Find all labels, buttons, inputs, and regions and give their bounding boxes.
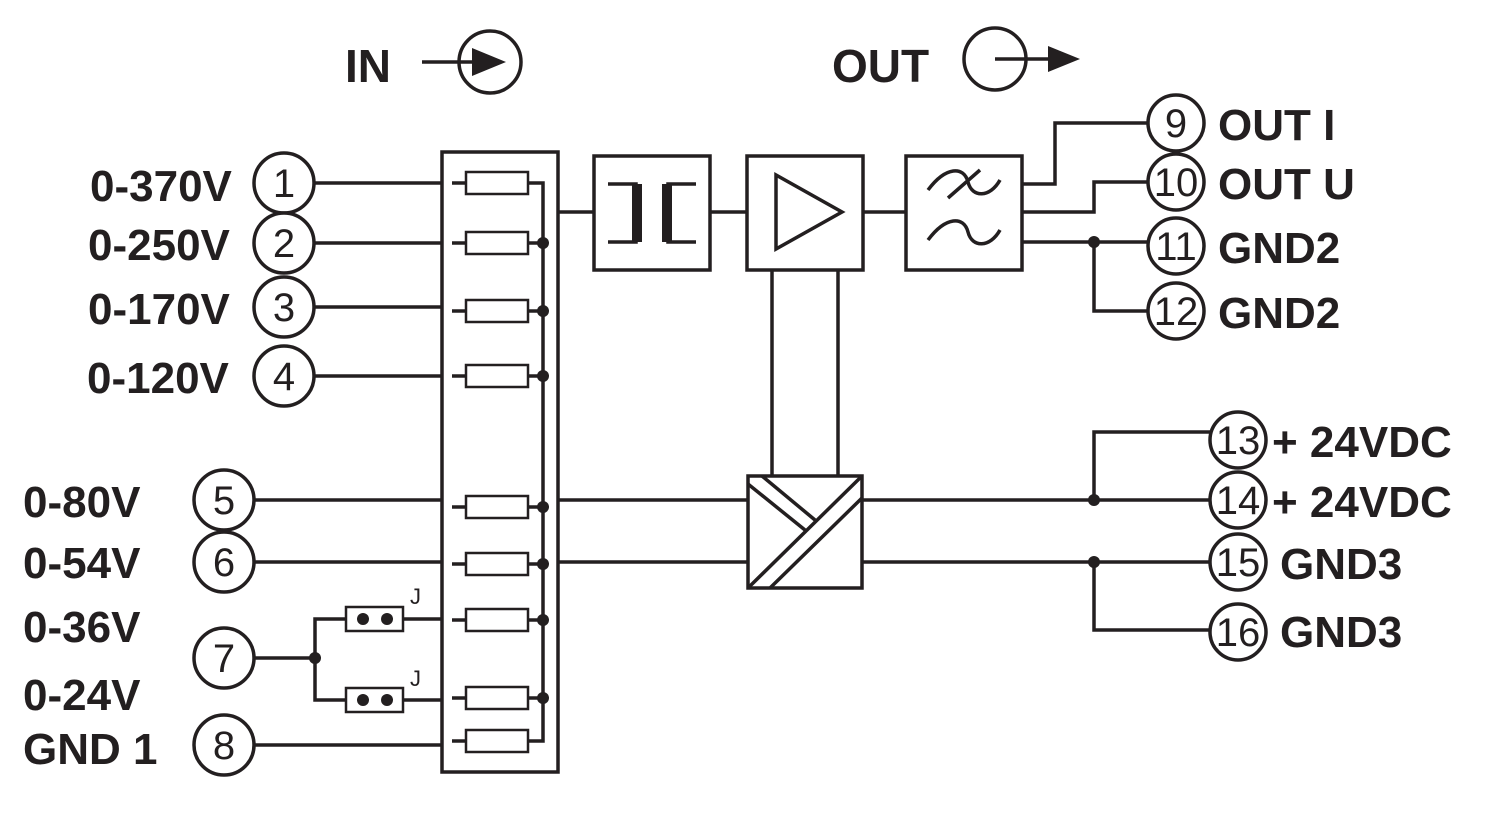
svg-text:3: 3: [273, 286, 295, 330]
in-header-label: IN: [345, 40, 391, 92]
power-terminals: 13 + 24VDC 14 + 24VDC 15 GND3 16 GND3: [1208, 410, 1452, 662]
ac-filter-icon: [926, 168, 1002, 246]
terminal-14: 14 + 24VDC: [1208, 470, 1452, 530]
output-label-11: GND2: [1218, 224, 1340, 273]
filter-block: [904, 154, 1024, 272]
range-label-5: 0-80V: [23, 478, 141, 527]
svg-text:11: 11: [1155, 225, 1197, 269]
input-wires: [254, 181, 442, 747]
input-terminals: 1 2 3 4 5 6 7 8: [192, 151, 316, 777]
terminal-8: 8: [192, 713, 256, 777]
terminal-15: 15 GND3: [1208, 532, 1402, 592]
svg-text:7: 7: [213, 637, 235, 681]
svg-text:15: 15: [1216, 541, 1261, 585]
svg-text:16: 16: [1216, 611, 1261, 655]
transformer-icon: [608, 182, 696, 244]
input-arrow-icon: [422, 29, 523, 95]
range-label-6: 0-54V: [23, 539, 141, 588]
amplifier-block: [745, 154, 865, 272]
terminal-4: 4: [252, 344, 316, 408]
output-label-10: OUT U: [1218, 160, 1355, 209]
svg-text:6: 6: [213, 541, 235, 585]
power-label-14: + 24VDC: [1272, 478, 1452, 527]
terminal-1: 1: [252, 151, 316, 215]
jumper-upper-label: J: [410, 584, 421, 609]
terminal-9: 9 OUT I: [1146, 93, 1335, 153]
svg-text:5: 5: [213, 479, 235, 523]
terminal-6: 6: [192, 530, 256, 594]
jumper-upper: J: [344, 584, 421, 633]
svg-text:13: 13: [1216, 419, 1261, 463]
range-label-7a: 0-36V: [23, 603, 141, 652]
svg-text:10: 10: [1154, 161, 1199, 205]
terminal-3: 3: [252, 275, 316, 339]
terminal-12: 12 GND2: [1146, 281, 1340, 341]
isolation-transformer-block: [592, 154, 712, 272]
svg-text:12: 12: [1154, 290, 1199, 334]
power-label-16: GND3: [1280, 608, 1402, 657]
power-supply-block: [746, 474, 864, 590]
terminal-16: 16 GND3: [1208, 602, 1402, 662]
terminal-10: 10 OUT U: [1146, 152, 1355, 212]
range-label-8: GND 1: [23, 725, 157, 774]
svg-text:9: 9: [1165, 102, 1187, 146]
input-range-labels: 0-370V 0-250V 0-170V 0-120V 0-80V 0-54V …: [23, 162, 233, 774]
range-label-1: 0-370V: [90, 162, 233, 211]
resistor-icon: [452, 170, 530, 754]
amplifier-triangle-icon: [774, 172, 846, 252]
terminal-11: 11 GND2: [1146, 216, 1340, 276]
range-label-3: 0-170V: [88, 285, 231, 334]
out-header-label: OUT: [832, 40, 929, 92]
range-label-2: 0-250V: [88, 221, 231, 270]
output-terminals: 9 OUT I 10 OUT U 11 GND2 12 GND2: [1146, 93, 1355, 341]
output-arrow-icon: [962, 26, 1080, 92]
svg-text:14: 14: [1216, 479, 1261, 523]
svg-text:2: 2: [273, 222, 295, 266]
svg-text:8: 8: [213, 724, 235, 768]
jumper-lower: J: [344, 666, 421, 714]
dc-dc-converter-icon: [746, 474, 864, 590]
range-label-4: 0-120V: [87, 354, 230, 403]
range-label-7b: 0-24V: [23, 671, 141, 720]
resistor-divider-block: [440, 150, 560, 774]
power-label-13: + 24VDC: [1272, 418, 1452, 467]
jumper-lower-label: J: [410, 666, 421, 691]
svg-text:1: 1: [273, 162, 295, 206]
terminal-13: 13 + 24VDC: [1208, 410, 1452, 470]
output-wires: [1022, 121, 1148, 313]
terminal-2: 2: [252, 211, 316, 275]
svg-text:4: 4: [273, 355, 295, 399]
output-label-12: GND2: [1218, 289, 1340, 338]
terminal-5: 5: [192, 468, 256, 532]
terminal-7: 7: [192, 626, 256, 690]
power-wires: [862, 430, 1210, 632]
power-label-15: GND3: [1280, 540, 1402, 589]
output-label-9: OUT I: [1218, 101, 1335, 150]
